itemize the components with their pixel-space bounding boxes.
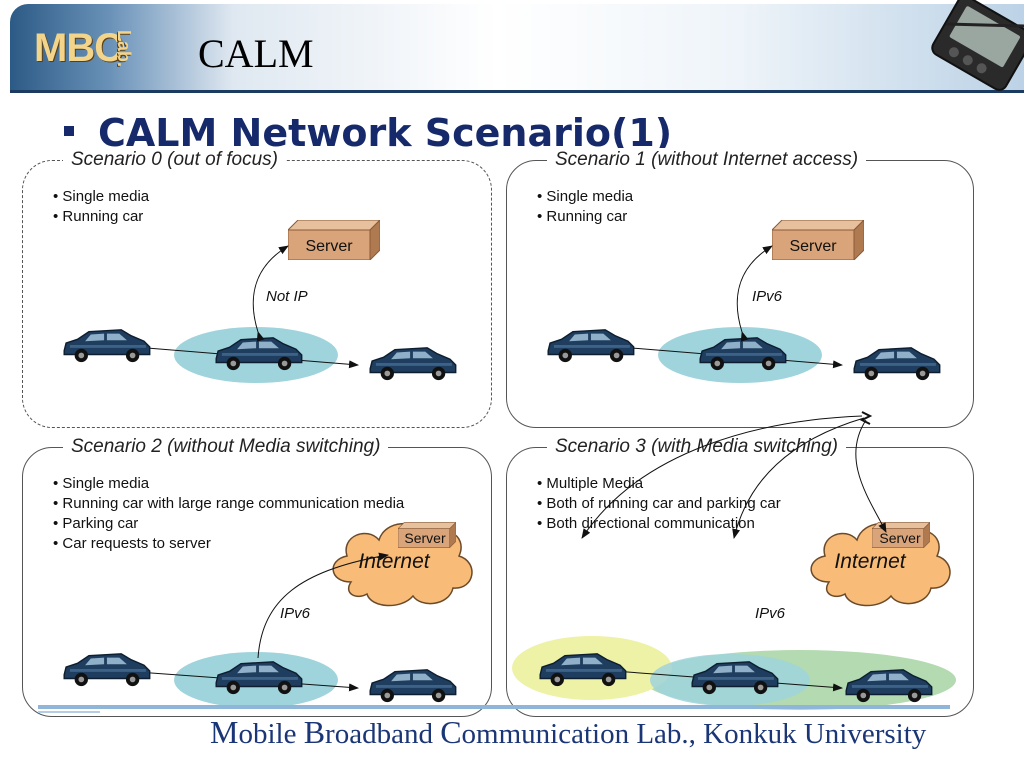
header-rule — [10, 90, 1024, 93]
bullet-item: Running car — [537, 207, 633, 227]
bullet-item: Running car — [53, 207, 149, 227]
logo-text: MBC — [34, 26, 123, 70]
scenario-2-bullets: Single media Running car with large rang… — [53, 474, 404, 554]
footer-initial: B — [303, 714, 326, 750]
footer-text: roadband — [325, 718, 441, 750]
footer-text: obile — [238, 718, 304, 750]
heading-bullet — [64, 126, 74, 136]
bullet-item: Single media — [53, 474, 404, 494]
scenario-3-title: Scenario 3 (with Media switching) — [547, 435, 847, 459]
footer-rule-accent — [38, 711, 100, 713]
footer-affiliation: Mobile Broadband Communication Lab., Kon… — [210, 714, 926, 752]
scenario-1-title: Scenario 1 (without Internet access) — [547, 148, 867, 172]
bullet-item: Car requests to server — [53, 534, 404, 554]
scenario-0-title: Scenario 0 (out of focus) — [63, 148, 286, 172]
header-title: CALM — [198, 31, 314, 76]
scenario-0-bullets: Single media Running car — [53, 187, 149, 227]
footer-text: ommunication Lab., Konkuk University — [461, 718, 927, 750]
scenario-1-box: Scenario 1 (without Internet access) Sin… — [506, 148, 974, 428]
scenario-3-box: Scenario 3 (with Media switching) Multip… — [506, 435, 974, 717]
slide-heading: CALM Network Scenario(1) — [98, 111, 673, 155]
footer-rule — [38, 705, 950, 709]
logo-sub-text: Lab. — [114, 30, 134, 68]
bullet-item: Multiple Media — [537, 474, 781, 494]
header-bar — [10, 4, 1024, 90]
bullet-item: Single media — [53, 187, 149, 207]
scenario-3-bullets: Multiple Media Both of running car and p… — [537, 474, 781, 534]
bullet-item: Running car with large range communicati… — [53, 494, 404, 514]
scenario-1-bullets: Single media Running car — [537, 187, 633, 227]
scenario-2-title: Scenario 2 (without Media switching) — [63, 435, 389, 459]
pda-device-icon — [931, 0, 1024, 91]
bullet-item: Both of running car and parking car — [537, 494, 780, 514]
footer-initial: C — [440, 714, 462, 750]
footer-initial: M — [210, 714, 239, 750]
scenario-2-box: Scenario 2 (without Media switching) Sin… — [22, 435, 492, 717]
bullet-item: Parking car — [53, 514, 404, 534]
bullet-item: Single media — [537, 187, 633, 207]
bullet-item: Both directional communication — [537, 514, 781, 534]
scenario-0-box: Scenario 0 (out of focus) Single media R… — [22, 148, 492, 428]
